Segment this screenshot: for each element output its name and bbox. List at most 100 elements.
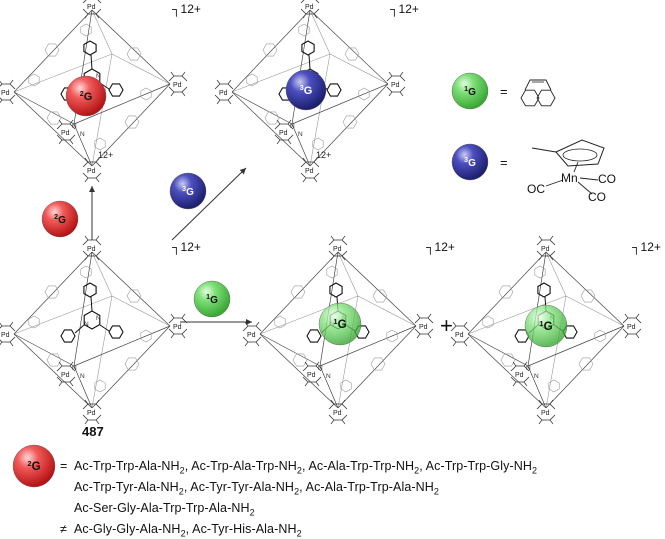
peptide-2: Ac-Tyr-His-Ala-NH2 xyxy=(192,522,302,539)
pd-right-bottom-mid: Pd xyxy=(414,313,434,339)
svg-text:3G: 3G xyxy=(464,157,476,169)
svg-text:N: N xyxy=(298,131,303,138)
svg-text:Pd: Pd xyxy=(1,90,10,97)
charge-bracket-bottom-left: ┐12+ xyxy=(172,240,201,254)
svg-text:N: N xyxy=(80,373,85,380)
pd-top-top-right: Pd xyxy=(300,0,320,19)
svg-text:Pd: Pd xyxy=(455,332,464,339)
charge-bracket-bottom-mid: ┐12+ xyxy=(426,240,455,254)
svg-text:Pd: Pd xyxy=(541,246,550,253)
guest-1g-in-cage-b: 1G xyxy=(524,304,568,348)
svg-text:Pd: Pd xyxy=(541,410,550,417)
charge-bracket-bottom-right: ┐12+ xyxy=(632,240,661,254)
svg-text:N: N xyxy=(96,73,101,80)
svg-text:N: N xyxy=(72,123,77,130)
peptide-3: Ac-Ala-Trp-Trp-Ala-NH2 xyxy=(305,480,440,497)
svg-text:Pd: Pd xyxy=(61,372,70,379)
peptide-line-4: Ac-Gly-Gly-Ala-NH2, Ac-Tyr-His-Ala-NH2 xyxy=(74,522,302,539)
pd-right-top-right: Pd xyxy=(386,71,406,97)
svg-text:N: N xyxy=(72,365,77,372)
svg-text:3G: 3G xyxy=(182,186,194,198)
plus-sign: + xyxy=(440,313,453,338)
peptide-2: Ac-Tyr-Tyr-Ala-NH2 xyxy=(190,480,300,497)
pd-bottom-bottom-mid: Pd xyxy=(328,399,348,425)
svg-text:Pd: Pd xyxy=(333,410,342,417)
inner-charge-top-left: 12+ xyxy=(98,150,113,160)
pd-left-bottom-left: Pd xyxy=(0,321,16,347)
legend-co-2: CO xyxy=(588,190,606,204)
legend-oc: OC xyxy=(527,182,545,196)
compound-number: 487 xyxy=(82,424,104,439)
svg-text:2G: 2G xyxy=(54,214,66,226)
peptide-3: Ac-Ala-Trp-Trp-NH2 xyxy=(308,459,420,476)
peptide-1: Ac-Trp-Tyr-Ala-NH2 xyxy=(74,480,184,497)
peptide-1: Ac-Gly-Gly-Ala-NH2 xyxy=(74,522,186,539)
svg-text:N: N xyxy=(534,373,539,380)
peptide-1: Ac-Trp-Trp-Ala-NH2 xyxy=(74,459,185,476)
svg-text:Pd: Pd xyxy=(87,410,96,417)
svg-text:Pd: Pd xyxy=(173,82,182,89)
pd-front-bottom-right: Pd xyxy=(510,361,530,387)
pd-top-bottom-right: Pd xyxy=(536,235,556,261)
svg-text:Pd: Pd xyxy=(307,372,316,379)
pd-front-top-left: Pd xyxy=(56,119,76,145)
guest-2g-in-cage: 2G xyxy=(65,75,107,117)
legend-co-1: CO xyxy=(598,172,616,186)
cpmn-co3-structure xyxy=(531,139,605,195)
peptide-line-1: Ac-Trp-Trp-Ala-NH2, Ac-Trp-Ala-Trp-NH2, … xyxy=(74,459,538,476)
svg-text:1G: 1G xyxy=(464,86,476,98)
peptide-1: Ac-Ser-Gly-Ala-Trp-Trp-Ala-NH2 xyxy=(74,501,255,518)
svg-text:N: N xyxy=(80,131,85,138)
svg-text:N: N xyxy=(526,365,531,372)
arrow-diagonal xyxy=(171,167,247,241)
svg-text:Pd: Pd xyxy=(515,372,524,379)
cage-top-right: NNNNPdPdPdPdPd12+ xyxy=(214,0,406,183)
peptide-2: Ac-Trp-Ala-Trp-NH2 xyxy=(191,459,302,476)
svg-text:Pd: Pd xyxy=(391,82,400,89)
guest-3g-in-cage: 3G xyxy=(285,69,327,111)
legend-g1-equals: = xyxy=(500,84,508,99)
svg-text:2G: 2G xyxy=(80,89,93,103)
reagent-3g: 3G xyxy=(169,172,207,210)
peptide-2g: 2G xyxy=(12,444,56,488)
pd-right-top-left: Pd xyxy=(168,71,188,97)
svg-text:N: N xyxy=(290,123,295,130)
legend-3g: 3G xyxy=(451,143,489,181)
inner-charge-top-right: 12+ xyxy=(316,150,331,160)
pd-bottom-bottom-left: Pd xyxy=(82,399,102,425)
acenaphthylene-structure xyxy=(520,79,556,107)
svg-text:Pd: Pd xyxy=(61,130,70,137)
pd-front-bottom-left: Pd xyxy=(56,361,76,387)
peptide-line-2: Ac-Trp-Tyr-Ala-NH2, Ac-Tyr-Tyr-Ala-NH2, … xyxy=(74,480,440,497)
svg-text:1G: 1G xyxy=(539,319,552,333)
svg-text:Pd: Pd xyxy=(419,324,428,331)
pd-bottom-bottom-right: Pd xyxy=(536,399,556,425)
svg-text:Pd: Pd xyxy=(173,324,182,331)
cage-group: NNNNPdPdPdPdPd12+NNNNPdPdPdPdPd12+NNNNPd… xyxy=(0,0,642,425)
svg-text:Pd: Pd xyxy=(219,90,228,97)
legend-mn-label: Mn xyxy=(561,171,578,185)
pd-front-top-right: Pd xyxy=(274,119,294,145)
svg-text:Pd: Pd xyxy=(627,324,636,331)
svg-text:Pd: Pd xyxy=(1,332,10,339)
pd-bottom-top-right: Pd xyxy=(300,157,320,183)
guest-1g-in-cage-a: 1G xyxy=(318,302,362,346)
pd-right-bottom-right: Pd xyxy=(622,313,642,339)
peptide-not-equals: ≠ xyxy=(60,522,67,536)
pd-top-bottom-left: Pd xyxy=(82,235,102,261)
svg-text:N: N xyxy=(96,315,101,322)
pd-top-top-left: Pd xyxy=(82,0,102,19)
legend-g3-equals: = xyxy=(500,155,508,170)
reagent-2g: 2G xyxy=(41,200,79,238)
legend-1g: 1G xyxy=(451,72,489,110)
svg-text:N: N xyxy=(84,321,89,328)
arrow-group xyxy=(89,167,252,325)
pd-left-top-right: Pd xyxy=(214,79,234,105)
svg-text:Pd: Pd xyxy=(333,246,342,253)
pd-left-bottom-mid: Pd xyxy=(242,321,262,347)
svg-text:1G: 1G xyxy=(206,294,218,306)
pd-left-top-left: Pd xyxy=(0,79,16,105)
